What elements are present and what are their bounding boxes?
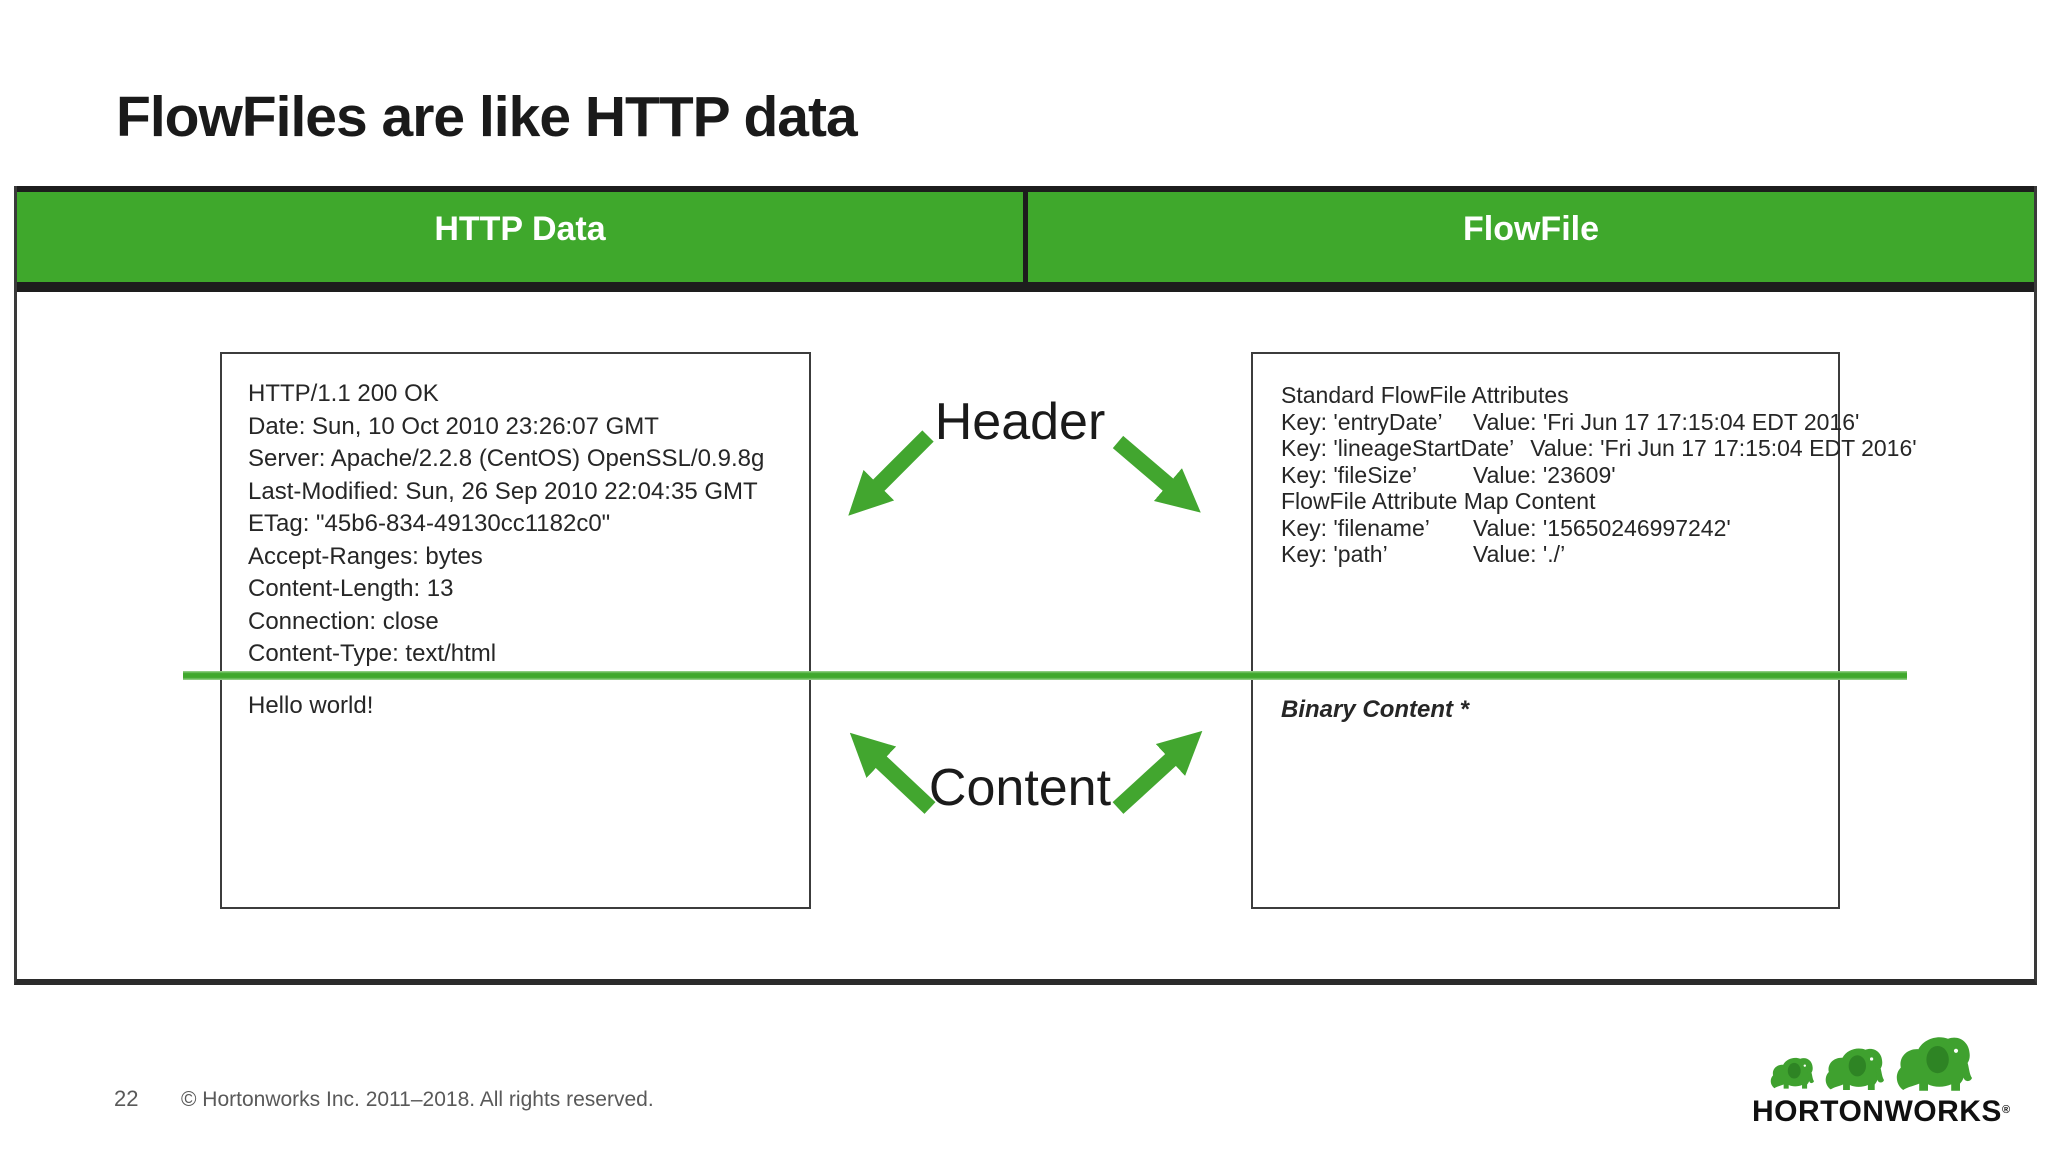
http-header-line: Content-Type: text/html [248,640,497,667]
flowfile-section-title: FlowFile Attribute Map Content [1281,488,1596,514]
page-number: 22 [114,1086,139,1111]
http-header-line: Content-Length: 13 [248,575,454,602]
http-header-line: Connection: close [248,607,439,635]
column-header-flowfile: FlowFile [1463,209,1599,248]
flowfile-section-title: Standard FlowFile Attributes [1281,382,1569,408]
http-header-line: ETag: "45b6-834-49130cc1182c0" [248,510,611,537]
column-divider [1023,192,1028,282]
table-header-row: HTTP Data FlowFile [17,186,2034,292]
copyright-text: © Hortonworks Inc. 2011–2018. All rights… [181,1088,654,1111]
http-header-line: Accept-Ranges: bytes [248,542,483,570]
hortonworks-elephants-icon [1770,1037,1972,1091]
attribute-key: Key: 'fileSize’ [1281,461,1418,488]
flowfile-attribute-row: Key: 'filename’ Value: '15650246997242' [1281,515,1810,542]
http-data-box: HTTP/1.1 200 OK Date: Sun, 10 Oct 2010 2… [220,352,811,909]
http-header-line: Server: Apache/2.2.8 (CentOS) OpenSSL/0.… [248,445,765,472]
attribute-key: Key: 'path’ [1281,541,1388,567]
http-header-line: Last-Modified: Sun, 26 Sep 2010 22:04:35… [248,477,758,505]
hortonworks-wordmark: HORTONWORKS® [1752,1095,2010,1128]
attribute-value: Value: '23609' [1473,461,1616,488]
logo-text: HORTONWORKS [1752,1095,2002,1128]
column-header-http-data: HTTP Data [434,209,606,248]
flowfile-attribute-row: Key: 'fileSize’ Value: '23609' [1281,462,1810,489]
flowfile-box: Standard FlowFile Attributes Key: 'entry… [1251,352,1917,909]
attribute-value: Value: '15650246997242' [1473,514,1731,541]
http-header-line: Date: Sun, 10 Oct 2010 23:26:07 GMT [248,412,659,440]
attribute-key: Key: 'lineageStartDate’ [1281,435,1515,461]
http-header-line: HTTP/1.1 200 OK [248,380,439,407]
header-content-separator-line [183,671,1907,680]
slide-title: FlowFiles are like HTTP data [116,85,858,149]
flowfile-attribute-row: Key: 'path’ Value: './’ [1281,541,1810,568]
registered-trademark-symbol: ® [2001,1104,2011,1116]
attribute-value: Value: 'Fri Jun 17 17:15:04 EDT 2016' [1530,435,1917,461]
content-annotation-label: Content [928,759,1112,817]
http-body-text: Hello world! [248,692,374,719]
attribute-value: Value: 'Fri Jun 17 17:15:04 EDT 2016' [1473,408,1860,435]
attribute-value: Value: './’ [1473,541,1566,567]
flowfile-attribute-row: Key: 'entryDate’ Value: 'Fri Jun 17 17:15… [1281,408,1859,436]
flowfile-binary-content-label: Binary Content * [1281,696,1470,723]
hortonworks-logo: HORTONWORKS® [1752,1034,2010,1128]
attribute-key: Key: 'filename’ [1281,514,1430,541]
flowfile-attribute-row: Key: 'lineageStartDate’ Value: 'Fri Jun 1… [1281,435,1917,462]
attribute-key: Key: 'entryDate’ [1281,408,1443,435]
header-annotation-label: Header [934,393,1106,451]
